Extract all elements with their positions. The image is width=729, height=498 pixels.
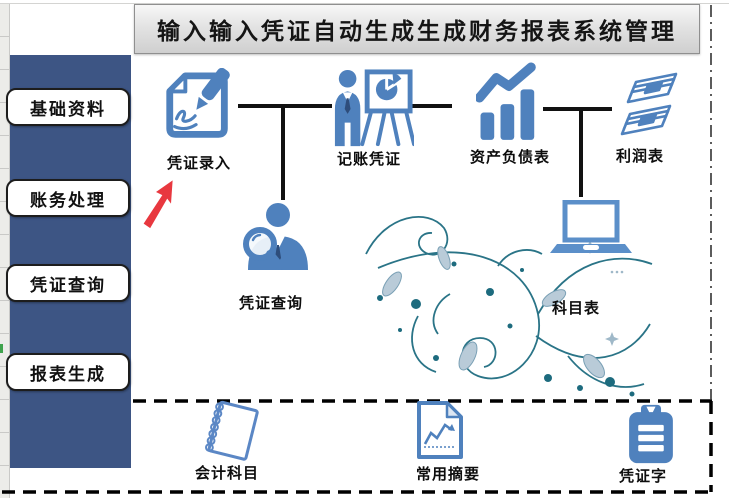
flow-node-profit-statement-label: 利润表 [615,147,665,165]
sidebar-item-voucher-query[interactable]: 凭证查询 [6,264,130,302]
document-chart-icon[interactable] [414,400,466,464]
pen-document-icon[interactable] [160,67,238,154]
bar-chart-icon[interactable] [474,62,544,146]
red-pointer-arrow [143,180,173,229]
sidebar-item-basic-data[interactable]: 基础资料 [6,88,130,126]
bottom-item-common-summary-label: 常用摘要 [415,465,481,483]
title-banner: 输入输入凭证自动生成生成财务报表系统管理 [134,4,700,54]
sidebar-item-report-generate[interactable]: 报表生成 [6,353,130,391]
flow-node-voucher-query-label: 凭证查询 [238,294,304,312]
spreadsheet-edge-strip [0,4,10,498]
flow-node-bookkeeping-voucher-label: 记账凭证 [336,150,402,168]
clipboard-icon[interactable] [625,403,677,469]
sidebar-item-label: 凭证查询 [30,275,106,296]
sidebar-item-label: 报表生成 [30,364,106,385]
bottom-item-accounting-subjects-label: 会计科目 [194,464,260,482]
flow-node-balance-sheet-label: 资产负债表 [469,148,551,166]
money-stacks-icon[interactable] [618,68,680,146]
laptop-icon[interactable] [550,199,632,262]
spiral-notebook-icon[interactable] [198,400,262,466]
flow-node-voucher-entry-label: 凭证录入 [166,154,232,172]
flow-node-account-list-label: 科目表 [551,299,601,317]
sidebar-item-label: 基础资料 [30,99,106,120]
selection-tick [0,344,3,353]
sidebar-item-label: 账务处理 [30,190,106,211]
bottom-item-voucher-word-label: 凭证字 [618,467,668,485]
grid-line [0,3,729,4]
presenter-board-icon[interactable] [332,66,416,156]
person-magnifier-icon[interactable] [236,200,312,282]
sidebar-item-accounting-process[interactable]: 账务处理 [6,179,130,217]
page-title: 输入输入凭证自动生成生成财务报表系统管理 [157,18,677,45]
